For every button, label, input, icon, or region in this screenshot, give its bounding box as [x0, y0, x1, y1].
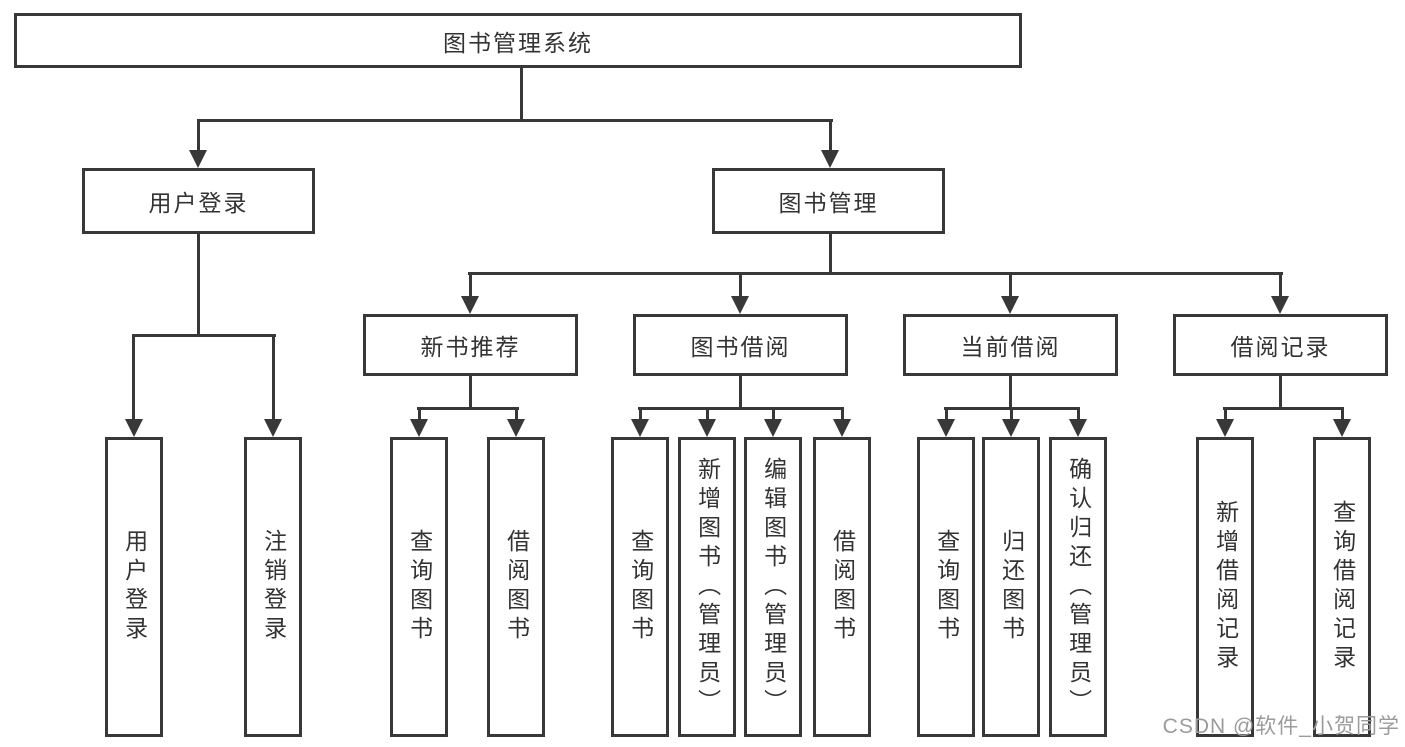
connector — [272, 334, 275, 422]
node-label: 确认归还（管理员） — [1065, 456, 1092, 718]
node-borrowing-records: 借阅记录 — [1173, 314, 1388, 376]
node-label: 查询图书 — [933, 529, 960, 645]
connector — [945, 407, 948, 422]
node-label: 新增图书（管理员） — [694, 456, 721, 718]
arrow-down-icon — [507, 419, 525, 437]
node-query-borrow-record: 查询借阅记录 — [1313, 437, 1371, 737]
node-user-login-branch: 用户登录 — [82, 168, 315, 234]
arrow-down-icon — [1333, 419, 1351, 437]
connector — [706, 407, 709, 422]
node-user-login: 用户登录 — [105, 437, 163, 737]
connector — [418, 407, 421, 422]
node-label: 借阅图书 — [503, 529, 530, 645]
connector — [1223, 407, 1344, 410]
arrow-down-icon — [264, 419, 282, 437]
node-label: 查询图书 — [627, 529, 654, 645]
connector — [639, 407, 642, 422]
connector — [829, 119, 832, 153]
connector — [197, 119, 833, 122]
node-edit-book-admin: 编辑图书（管理员） — [744, 437, 802, 737]
node-book-management-branch: 图书管理 — [712, 168, 945, 234]
node-label: 借阅记录 — [1230, 334, 1331, 360]
node-label: 新书推荐 — [420, 334, 521, 360]
node-label: 注销登录 — [260, 529, 287, 645]
arrow-down-icon — [189, 150, 207, 168]
connector — [1279, 374, 1282, 410]
node-query-books-current: 查询图书 — [917, 437, 975, 737]
connector — [1224, 407, 1227, 422]
connector — [417, 407, 519, 410]
arrow-down-icon — [1001, 296, 1019, 314]
node-label: 编辑图书（管理员） — [760, 456, 787, 718]
arrow-down-icon — [937, 419, 955, 437]
node-logout: 注销登录 — [244, 437, 302, 737]
connector — [739, 374, 742, 410]
node-label: 图书管理 — [778, 190, 879, 216]
arrow-down-icon — [410, 419, 428, 437]
connector — [1279, 272, 1282, 298]
connector — [197, 232, 200, 336]
connector — [1009, 272, 1012, 298]
arrow-down-icon — [731, 296, 749, 314]
node-label: 借阅图书 — [829, 529, 856, 645]
node-query-books-recommend: 查询图书 — [390, 437, 448, 737]
node-current-borrowing: 当前借阅 — [903, 314, 1118, 376]
node-label: 用户登录 — [148, 190, 249, 216]
node-label: 新增借阅记录 — [1212, 500, 1239, 674]
connector — [772, 407, 775, 422]
connector — [1009, 374, 1012, 410]
arrow-down-icon — [764, 419, 782, 437]
arrow-down-icon — [631, 419, 649, 437]
node-return-book: 归还图书 — [982, 437, 1040, 737]
arrow-down-icon — [1002, 419, 1020, 437]
node-add-borrow-record: 新增借阅记录 — [1196, 437, 1254, 737]
connector — [1010, 407, 1013, 422]
node-borrow-books: 借阅图书 — [813, 437, 871, 737]
node-book-borrowing: 图书借阅 — [633, 314, 848, 376]
connector — [841, 407, 844, 422]
connector — [1077, 407, 1080, 422]
node-new-book-recommend: 新书推荐 — [363, 314, 578, 376]
connector — [132, 334, 135, 422]
node-label: 图书借阅 — [690, 334, 791, 360]
connector — [520, 66, 523, 122]
connector — [638, 407, 844, 410]
connector — [515, 407, 518, 422]
node-confirm-return-admin: 确认归还（管理员） — [1049, 437, 1107, 737]
node-library-system: 图书管理系统 — [14, 13, 1022, 68]
node-label: 图书管理系统 — [443, 29, 593, 56]
node-query-books-borrowing: 查询图书 — [611, 437, 669, 737]
node-borrow-books-recommend: 借阅图书 — [487, 437, 545, 737]
connector — [197, 119, 200, 153]
connector — [739, 272, 742, 298]
arrow-down-icon — [125, 419, 143, 437]
arrow-down-icon — [461, 296, 479, 314]
node-label: 归还图书 — [998, 529, 1025, 645]
arrow-down-icon — [1271, 296, 1289, 314]
connector — [829, 232, 832, 275]
arrow-down-icon — [833, 419, 851, 437]
connector — [469, 272, 472, 298]
connector — [132, 334, 276, 337]
connector — [469, 374, 472, 410]
node-label: 当前借阅 — [960, 334, 1061, 360]
arrow-down-icon — [1069, 419, 1087, 437]
arrow-down-icon — [1216, 419, 1234, 437]
node-label: 用户登录 — [121, 529, 148, 645]
connector — [468, 272, 1283, 275]
watermark: CSDN @软件_小贺同学 — [1162, 715, 1400, 738]
node-label: 查询借阅记录 — [1329, 500, 1356, 674]
arrow-down-icon — [821, 150, 839, 168]
node-add-book-admin: 新增图书（管理员） — [678, 437, 736, 737]
arrow-down-icon — [698, 419, 716, 437]
connector — [1341, 407, 1344, 422]
node-label: 查询图书 — [406, 529, 433, 645]
